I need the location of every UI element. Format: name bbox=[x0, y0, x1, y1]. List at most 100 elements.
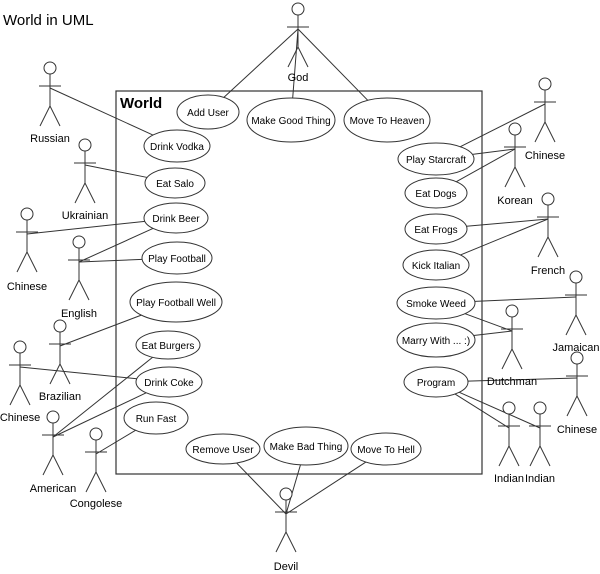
association-chinese-bottom-left-drink-coke bbox=[19, 366, 137, 380]
actor-leg-left bbox=[74, 182, 86, 204]
actor-head bbox=[570, 351, 584, 365]
use-case-make-good-thing: Make Good Thing bbox=[246, 97, 336, 143]
actor-dutchman: Dutchman bbox=[487, 304, 537, 388]
use-case-label: Eat Frogs bbox=[414, 225, 457, 236]
association-devil-remove-user bbox=[236, 462, 287, 515]
use-case-label: Move To Heaven bbox=[350, 116, 425, 127]
actor-russian: Russian bbox=[30, 61, 70, 145]
use-case-ellipse bbox=[135, 366, 203, 398]
actor-head bbox=[538, 77, 552, 91]
actor-head bbox=[279, 487, 293, 501]
use-case-ellipse bbox=[143, 202, 209, 234]
actor-american: American bbox=[30, 410, 76, 495]
use-case-eat-frogs: Eat Frogs bbox=[404, 213, 468, 245]
actor-head bbox=[533, 401, 547, 415]
actor-label: Indian bbox=[525, 473, 555, 485]
actor-brazilian: Brazilian bbox=[39, 319, 81, 403]
use-case-label: Program bbox=[417, 378, 455, 389]
use-case-play-football-well: Play Football Well bbox=[129, 281, 223, 323]
association-dutchman-smoke-weed bbox=[464, 313, 513, 332]
use-case-play-starcraft: Play Starcraft bbox=[397, 142, 475, 176]
actor-leg-right bbox=[52, 454, 64, 476]
actor-chinese-top-right: Chinese bbox=[525, 77, 565, 162]
use-case-ellipse bbox=[143, 129, 211, 163]
actor-label: God bbox=[288, 72, 309, 84]
actor-label: Dutchman bbox=[487, 376, 537, 388]
actor-label: Chinese bbox=[0, 412, 40, 424]
actor-jamaican: Jamaican bbox=[552, 270, 600, 354]
association-american-drink-coke bbox=[52, 392, 147, 438]
page-title: World in UML bbox=[3, 12, 94, 29]
association-brazilian-play-football-well bbox=[59, 314, 142, 347]
actor-leg-right bbox=[285, 531, 297, 553]
use-case-ellipse bbox=[404, 177, 468, 209]
association-american-eat-burgers bbox=[52, 356, 153, 438]
use-case-label: Play Starcraft bbox=[406, 155, 466, 166]
association-lines bbox=[19, 28, 578, 515]
actor-english: English bbox=[61, 235, 97, 320]
actor-leg-left bbox=[529, 445, 541, 467]
association-devil-make-bad-thing bbox=[285, 464, 301, 515]
actor-leg-left bbox=[504, 166, 516, 188]
association-russian-drink-vodka bbox=[49, 87, 154, 136]
actor-leg-right bbox=[547, 236, 559, 258]
use-case-eat-salo: Eat Salo bbox=[144, 167, 206, 199]
association-chinese-left-drink-beer bbox=[26, 220, 145, 235]
use-case-label: Eat Salo bbox=[156, 179, 194, 190]
actor-leg-left bbox=[566, 395, 578, 417]
actor-leg-right bbox=[84, 182, 96, 204]
actor-leg-right bbox=[95, 471, 107, 493]
actor-head bbox=[72, 235, 86, 249]
actor-leg-right bbox=[539, 445, 551, 467]
use-case-ellipse bbox=[397, 142, 475, 176]
association-korean-play-starcraft bbox=[472, 148, 516, 155]
use-case-play-football: Play Football bbox=[141, 241, 213, 275]
actor-head bbox=[541, 192, 555, 206]
actor-french: French bbox=[531, 192, 565, 277]
actor-head bbox=[53, 319, 67, 333]
use-case-remove-user: Remove User bbox=[185, 433, 261, 465]
use-case-ellipse bbox=[396, 286, 476, 320]
actor-congolese: Congolese bbox=[70, 427, 122, 510]
actor-label: Brazilian bbox=[39, 391, 81, 403]
association-french-kick-italian bbox=[460, 218, 549, 256]
use-case-move-to-heaven: Move To Heaven bbox=[343, 97, 431, 143]
actor-head bbox=[20, 207, 34, 221]
association-god-add-user bbox=[223, 28, 299, 98]
system-boundary bbox=[115, 90, 483, 475]
actor-label: Chinese bbox=[557, 424, 597, 436]
use-case-ellipse bbox=[263, 426, 349, 466]
actor-leg-left bbox=[501, 348, 513, 370]
actor-leg-right bbox=[576, 395, 588, 417]
actor-leg-left bbox=[9, 384, 21, 406]
actor-leg-right bbox=[297, 46, 309, 68]
use-case-label: Add User bbox=[187, 108, 229, 119]
actor-leg-right bbox=[49, 105, 61, 127]
actor-leg-right bbox=[78, 279, 90, 301]
use-case-ellipse bbox=[185, 433, 261, 465]
actor-leg-left bbox=[275, 531, 287, 553]
use-case-label: Play Football Well bbox=[136, 298, 216, 309]
actor-head bbox=[505, 304, 519, 318]
association-god-move-to-heaven bbox=[297, 28, 369, 101]
use-case-label: Make Bad Thing bbox=[270, 442, 343, 453]
actor-leg-right bbox=[19, 384, 31, 406]
use-case-eat-dogs: Eat Dogs bbox=[404, 177, 468, 209]
use-case-label: Kick Italian bbox=[412, 261, 460, 272]
use-case-label: Run Fast bbox=[136, 414, 177, 425]
use-case-ellipse bbox=[404, 213, 468, 245]
actor-head bbox=[569, 270, 583, 284]
actor-chinese-left: Chinese bbox=[7, 207, 47, 293]
actor-leg-right bbox=[59, 363, 71, 385]
actor-leg-left bbox=[68, 279, 80, 301]
actor-korean: Korean bbox=[497, 122, 533, 207]
use-case-ellipse bbox=[176, 94, 240, 130]
association-english-play-football bbox=[78, 258, 143, 263]
actor-head bbox=[508, 122, 522, 136]
use-case-ellipse bbox=[403, 366, 469, 398]
actor-head bbox=[89, 427, 103, 441]
use-case-ellipse bbox=[396, 322, 476, 358]
association-korean-eat-dogs bbox=[456, 148, 516, 183]
use-case-eat-burgers: Eat Burgers bbox=[135, 330, 201, 360]
